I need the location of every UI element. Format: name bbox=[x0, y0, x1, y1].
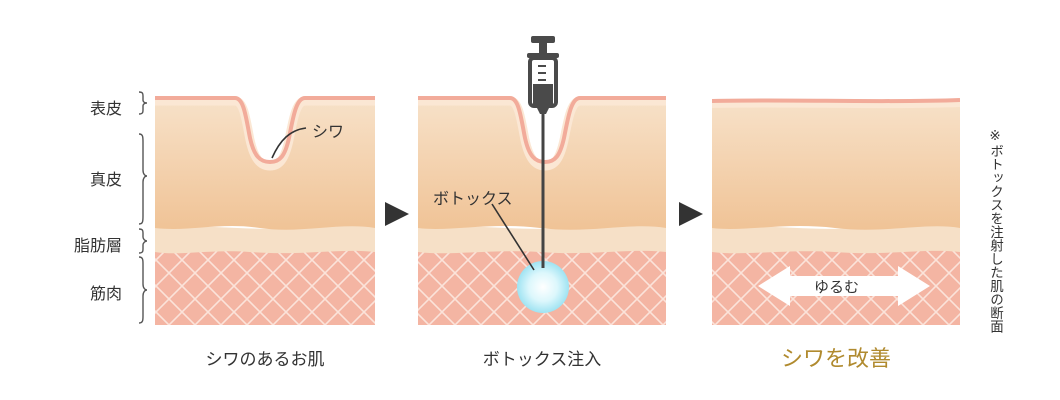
wrinkle-callout-line bbox=[271, 127, 307, 159]
brace-icon bbox=[138, 256, 148, 324]
brace-icon bbox=[138, 91, 148, 115]
epidermis-layer bbox=[418, 96, 666, 165]
layer-label-fat: 脂肪層 bbox=[74, 236, 123, 255]
panel-1-skin bbox=[155, 96, 375, 325]
dermis-layer bbox=[155, 100, 375, 230]
fat-layer bbox=[712, 223, 960, 254]
muscle-layer bbox=[155, 250, 375, 325]
syringe-icon bbox=[527, 36, 559, 114]
caption-botox-injection: ボトックス注入 bbox=[482, 350, 602, 370]
double-arrow-icon bbox=[758, 266, 930, 306]
botox-callout-label: ボトックス bbox=[433, 189, 513, 208]
epidermis-inner bbox=[712, 99, 960, 109]
panel-3-skin bbox=[712, 98, 960, 325]
layer-label-epidermis: 表皮 bbox=[90, 99, 123, 118]
dermis-layer bbox=[712, 101, 960, 230]
epidermis-layer bbox=[155, 96, 375, 165]
dermis-layer bbox=[418, 100, 666, 230]
botox-callout-line bbox=[491, 203, 535, 271]
relax-label: ゆるむ bbox=[814, 278, 860, 296]
wrinkle-callout-label: シワ bbox=[312, 122, 345, 141]
play-arrow-icon bbox=[385, 202, 409, 226]
layer-label-muscle: 筋肉 bbox=[90, 284, 123, 303]
play-arrow-icon bbox=[679, 202, 703, 226]
fat-layer bbox=[155, 223, 375, 254]
caption-wrinkle-improved: シワを改善 bbox=[780, 347, 891, 372]
brace-icon bbox=[138, 133, 148, 225]
caption-wrinkled-skin: シワのあるお肌 bbox=[205, 350, 325, 370]
cross-section-note: ※ボトックスを注射した肌の断面 bbox=[987, 128, 1003, 333]
layer-label-dermis: 真皮 bbox=[90, 170, 123, 189]
botox-bubble bbox=[517, 261, 569, 313]
brace-icon bbox=[138, 228, 148, 254]
epidermis-layer bbox=[712, 98, 960, 104]
